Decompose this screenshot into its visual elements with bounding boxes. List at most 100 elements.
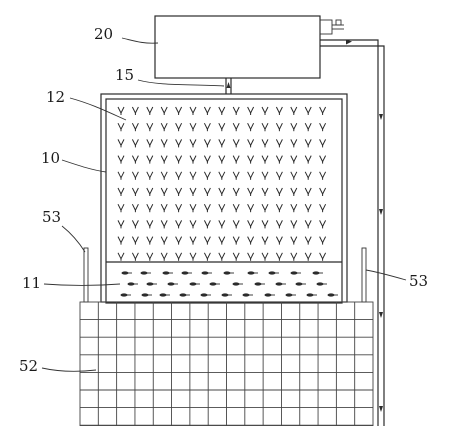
- sprout-icon: [203, 171, 211, 180]
- sprout-icon: [232, 106, 240, 115]
- sprout-icon: [290, 236, 298, 245]
- sprout-icon: [117, 155, 125, 164]
- sprout-icon: [175, 122, 183, 132]
- sprout-icon: [232, 139, 240, 148]
- sprout-icon: [203, 139, 211, 148]
- sprout-icon: [261, 236, 269, 245]
- leader-lines: [41, 37, 407, 372]
- sprout-icon: [131, 139, 139, 148]
- sprout-icon: [319, 252, 327, 261]
- sprout-icon: [189, 122, 197, 132]
- sprout-icon: [131, 203, 139, 213]
- sprout-icon: [247, 155, 255, 164]
- label-left-rod: 53: [42, 208, 61, 226]
- sprout-icon: [304, 122, 312, 132]
- sprout-icon: [247, 139, 255, 148]
- sprout-icon: [160, 187, 168, 196]
- sprout-icon: [261, 106, 269, 115]
- sprout-icon: [261, 220, 269, 229]
- sprout-icon: [146, 252, 154, 261]
- sprout-icon: [290, 122, 298, 132]
- sprout-icon: [203, 122, 211, 132]
- callout-labels: 20 15 12 10 53 11 53 52: [19, 25, 428, 375]
- sprout-icon: [175, 236, 183, 245]
- cultivation-bed: [79, 301, 374, 426]
- sprout-icon: [247, 236, 255, 245]
- sprout-icon: [218, 203, 226, 213]
- sprout-icon: [160, 139, 168, 148]
- sprout-icon: [319, 106, 327, 115]
- seed-icon: [316, 282, 327, 286]
- sprout-icon: [175, 220, 183, 229]
- sprout-icon: [232, 187, 240, 196]
- sprout-icon: [218, 236, 226, 245]
- sprout-icon: [160, 252, 168, 261]
- seed-icon: [232, 282, 243, 286]
- sprout-icon: [275, 171, 283, 180]
- sprout-icon: [146, 139, 154, 148]
- sprout-icon: [290, 187, 298, 196]
- seed-icon: [140, 271, 151, 275]
- seed-icon: [221, 293, 232, 297]
- sprout-icon: [319, 236, 327, 245]
- seed-icon: [189, 282, 200, 286]
- sprout-icon: [189, 139, 197, 148]
- sprout-icon: [275, 187, 283, 196]
- sprout-icon: [247, 203, 255, 213]
- sprout-icon: [117, 171, 125, 180]
- sprout-icon: [304, 252, 312, 261]
- sprout-icon: [203, 106, 211, 115]
- sprout-icon: [131, 171, 139, 180]
- sprout-icon: [218, 187, 226, 196]
- seed-icon: [146, 282, 157, 286]
- sprout-icon: [131, 220, 139, 229]
- sprout-icon: [146, 155, 154, 164]
- sprout-icon: [203, 236, 211, 245]
- sprout-icon: [189, 106, 197, 115]
- sprout-icon: [218, 106, 226, 115]
- seed-icon: [162, 271, 173, 275]
- sprout-icon: [319, 220, 327, 229]
- sprout-icon: [275, 252, 283, 261]
- sprout-icon: [117, 220, 125, 229]
- sprout-icon: [304, 203, 312, 213]
- sprout-icon: [275, 106, 283, 115]
- sprout-icon: [304, 106, 312, 115]
- sprout-icon: [160, 122, 168, 132]
- seed-icon: [141, 293, 152, 297]
- sprout-icon: [304, 171, 312, 180]
- seed-icon: [268, 271, 279, 275]
- seed-icon: [264, 293, 275, 297]
- sprout-icon: [232, 252, 240, 261]
- flow-arrows: [379, 114, 383, 412]
- sprout-icon: [319, 139, 327, 148]
- sprout-icon: [247, 252, 255, 261]
- seed-icon: [179, 293, 190, 297]
- sprout-icon: [275, 122, 283, 132]
- sprout-icon: [160, 236, 168, 245]
- sprout-icon: [203, 220, 211, 229]
- sprout-icon: [146, 122, 154, 132]
- seed-icon: [121, 271, 132, 275]
- sprout-icon: [146, 236, 154, 245]
- sprout-icon: [290, 171, 298, 180]
- sprout-icon: [160, 155, 168, 164]
- sprout-icon: [275, 236, 283, 245]
- sprout-icon: [290, 203, 298, 213]
- sprout-icon: [275, 203, 283, 213]
- sprout-array: [117, 106, 327, 261]
- sprout-icon: [261, 171, 269, 180]
- sprout-icon: [232, 122, 240, 132]
- seed-icon: [254, 282, 265, 286]
- sprout-icon: [218, 252, 226, 261]
- sprout-icon: [189, 252, 197, 261]
- seed-icon: [120, 293, 131, 297]
- sprout-icon: [261, 139, 269, 148]
- sprout-icon: [189, 171, 197, 180]
- sprout-icon: [203, 155, 211, 164]
- label-pipe: 15: [115, 66, 134, 84]
- sprout-icon: [203, 252, 211, 261]
- sprout-icon: [160, 106, 168, 115]
- sprout-icon: [117, 139, 125, 148]
- sprout-icon: [189, 203, 197, 213]
